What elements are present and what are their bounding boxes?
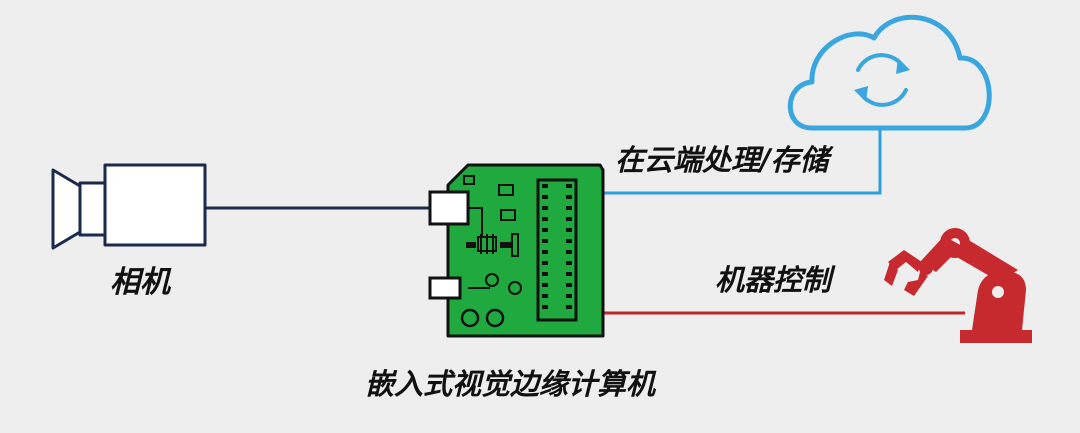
board-label: 嵌入式视觉边缘计算机 bbox=[365, 367, 656, 401]
cloud-label: 在云端处理/存储 bbox=[615, 143, 829, 177]
cloud-sync-icon bbox=[787, 14, 992, 131]
robot-label: 机器控制 bbox=[715, 263, 832, 297]
camera-label: 相机 bbox=[110, 265, 170, 300]
camera-icon bbox=[51, 163, 207, 250]
circuit-board-icon bbox=[428, 163, 605, 338]
cloud-link-line bbox=[603, 128, 882, 195]
robot-arm-icon bbox=[884, 228, 1032, 343]
